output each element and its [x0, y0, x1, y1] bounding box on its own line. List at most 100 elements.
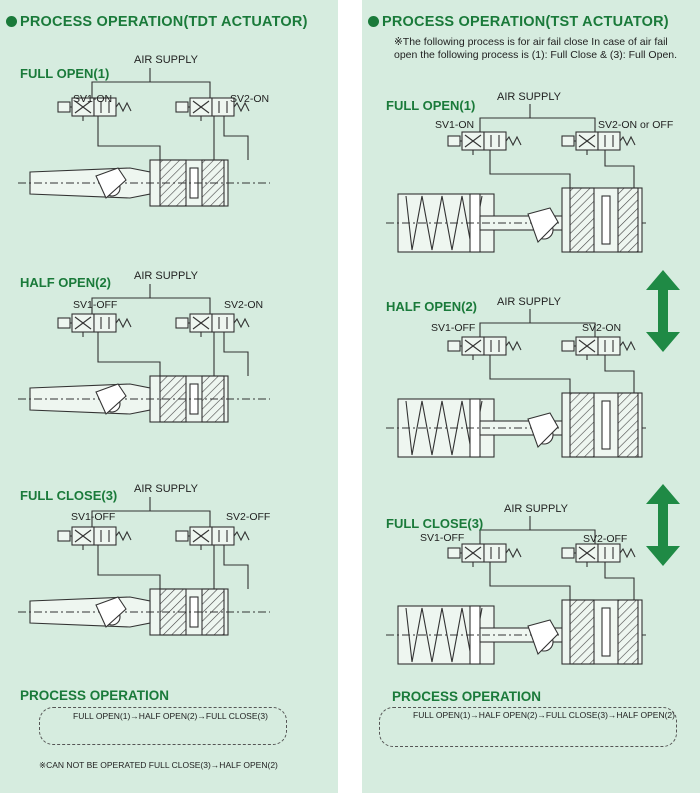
up-down-arrow-icon [646, 270, 680, 352]
solenoid-coil [175, 317, 189, 329]
crank-arm [527, 412, 559, 449]
valve-spring [619, 340, 636, 352]
solenoid-coil [561, 547, 575, 559]
solenoid-coil [57, 530, 71, 542]
solenoid-coil [175, 530, 189, 542]
valve-square [211, 526, 235, 546]
tst-sequence-text: FULL OPEN(1)→HALF OPEN(2)→FULL CLOSE(3)→… [413, 710, 675, 720]
tdt-stage2-sv2: SV2-ON [224, 299, 264, 311]
tst-stage3-sv1: SV1-OFF [420, 532, 465, 544]
valve-spring [233, 530, 250, 542]
bullet-icon [6, 16, 17, 27]
valve-square [483, 131, 507, 151]
air-line [150, 510, 211, 527]
valve-cross [464, 339, 482, 353]
crank-arm [95, 596, 127, 628]
crank-arm [95, 167, 127, 199]
valve-square [93, 313, 117, 333]
air-line [479, 309, 531, 337]
crank-arm [527, 207, 559, 244]
crank-arm [527, 619, 559, 656]
solenoid-coil [175, 101, 189, 113]
valve-spring [233, 101, 250, 113]
pipe [489, 150, 571, 188]
valve-cross [578, 134, 596, 148]
tdt-panel: PROCESS OPERATION(TDT ACTUATOR) FULL OPE… [0, 0, 338, 793]
piston-hatched [617, 187, 639, 253]
piston-plate [601, 400, 611, 450]
valve-square [93, 526, 117, 546]
pipe [604, 355, 635, 393]
piston-hatched [569, 187, 595, 253]
tdt-footnote: ※CAN NOT BE OPERATED FULL CLOSE(3)→HALF … [39, 760, 278, 770]
solenoid-coil [561, 135, 575, 147]
air-line [91, 68, 151, 98]
up-down-arrow-icon [646, 484, 680, 566]
tdt-stage2-sv1: SV1-OFF [73, 299, 118, 311]
valve-spring [115, 317, 132, 329]
pipe [223, 116, 249, 160]
valve-cross [74, 316, 92, 330]
valve-square [597, 131, 621, 151]
valve-cross [464, 134, 482, 148]
air-line [479, 516, 531, 544]
pipe [489, 562, 571, 600]
tdt-stage1-sv2: SV2-ON [230, 93, 270, 105]
solenoid-coil [561, 340, 575, 352]
valve-square [597, 543, 621, 563]
piston-plate [601, 607, 611, 657]
valve-cross [74, 100, 92, 114]
valve-cross [192, 316, 210, 330]
air-line [530, 322, 596, 337]
tdt-diagrams [18, 68, 270, 636]
tdt-stage3-air: AIR SUPPLY [134, 483, 198, 495]
valve-cross [74, 529, 92, 543]
bullet-icon [368, 16, 379, 27]
valve-spring [233, 317, 250, 329]
tst-stage1-sv1: SV1-ON [435, 119, 475, 131]
tst-stage2-sv1: SV1-OFF [431, 322, 476, 334]
tdt-title: PROCESS OPERATION(TDT ACTUATOR) [6, 14, 308, 30]
solenoid-coil [57, 101, 71, 113]
air-line [530, 117, 596, 132]
tdt-stage1-label: FULL OPEN(1) [20, 66, 110, 81]
valve-square [483, 336, 507, 356]
air-line [91, 497, 151, 527]
valve-spring [505, 135, 522, 147]
spring-coil [405, 400, 483, 456]
valve-cross [192, 100, 210, 114]
tst-title-text: PROCESS OPERATION(TST ACTUATOR) [382, 14, 669, 30]
tdt-stage3-label: FULL CLOSE(3) [20, 488, 118, 503]
valve-cross [578, 546, 596, 560]
tdt-stage1-air: AIR SUPPLY [134, 54, 198, 66]
tdt-stage2-label: HALF OPEN(2) [20, 275, 111, 290]
valve-cross [578, 339, 596, 353]
tst-stage1-sv2: SV2-ON or OFF [598, 119, 674, 131]
pipe [604, 562, 635, 600]
valve-spring [115, 530, 132, 542]
piston-hatched [617, 599, 639, 665]
air-line [150, 297, 211, 314]
valve-spring [619, 135, 636, 147]
tst-sequence-title: PROCESS OPERATION [392, 689, 542, 704]
pipe [604, 150, 635, 188]
crank-arm [95, 383, 127, 415]
tdt-sequence-title: PROCESS OPERATION [20, 688, 170, 703]
tst-diagrams [386, 104, 646, 665]
pipe [223, 332, 249, 376]
piston-hatched [569, 599, 595, 665]
solenoid-coil [447, 135, 461, 147]
piston-hatched [569, 392, 595, 458]
tst-stage2-label: HALF OPEN(2) [386, 299, 477, 314]
valve-spring [115, 101, 132, 113]
pipe [489, 355, 571, 393]
spring-coil [405, 607, 483, 663]
air-line [91, 284, 151, 314]
valve-square [211, 313, 235, 333]
tdt-stage3-sv2: SV2-OFF [226, 511, 271, 523]
tdt-stage3-sv1: SV1-OFF [71, 511, 116, 523]
tst-note: ※The following process is for air fail c… [394, 36, 678, 61]
piston-hatched [617, 392, 639, 458]
air-line [150, 81, 211, 98]
tdt-stage2-air: AIR SUPPLY [134, 270, 198, 282]
